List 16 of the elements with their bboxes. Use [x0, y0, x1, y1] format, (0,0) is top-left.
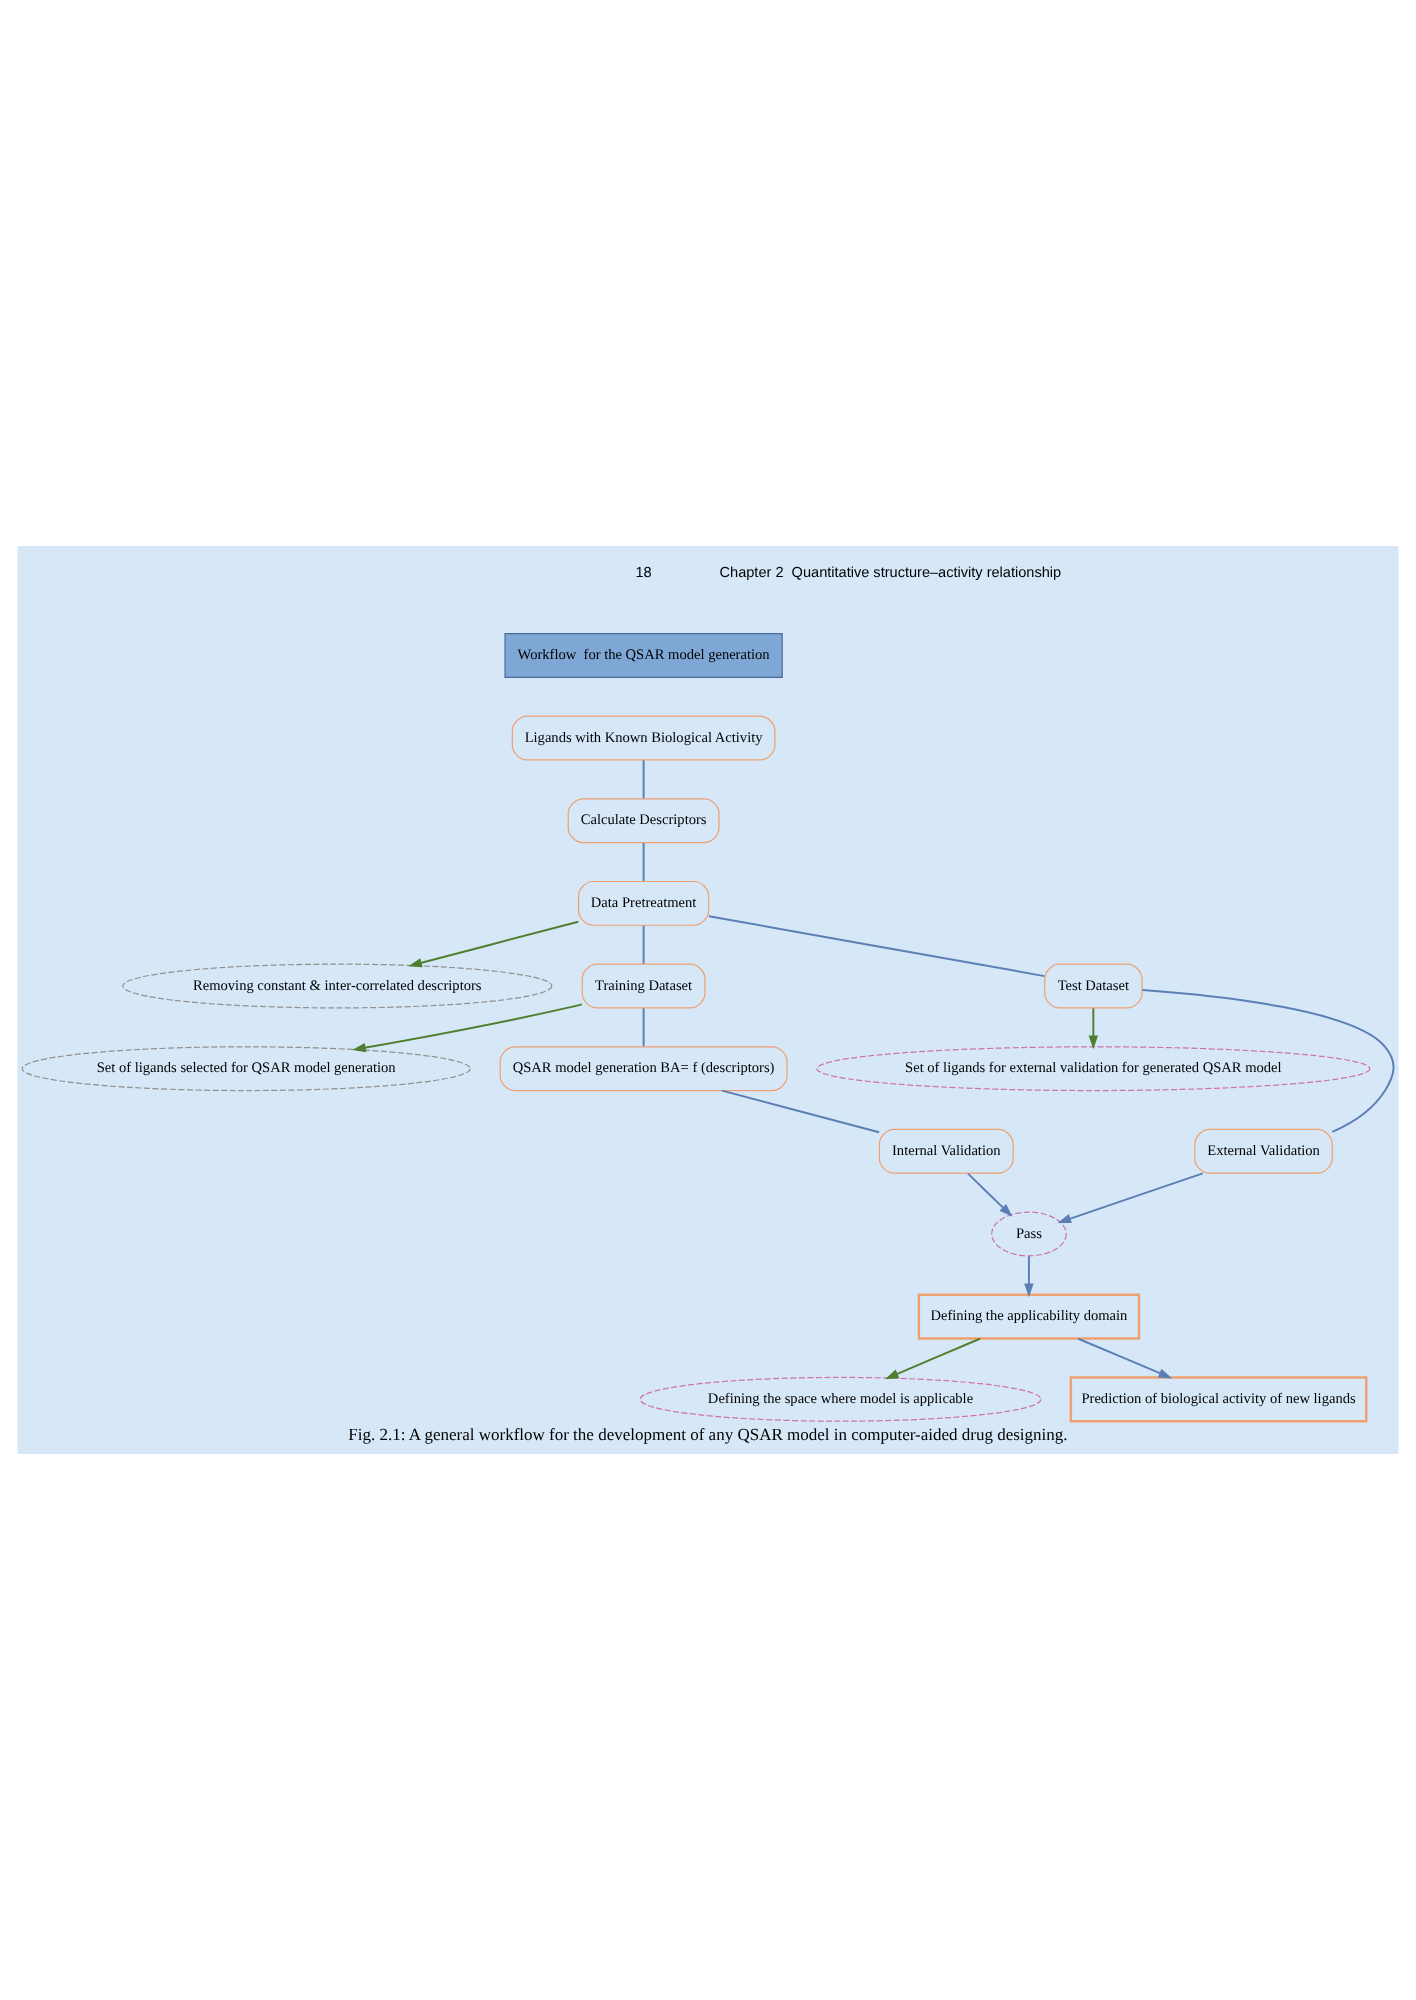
arrow	[884, 1337, 981, 1380]
connector	[721, 1089, 881, 1134]
arrow	[1088, 1007, 1099, 1050]
connector	[1141, 989, 1395, 1133]
arrow	[967, 1172, 1013, 1217]
connector	[642, 1007, 645, 1048]
arrow	[1057, 1172, 1204, 1224]
caption: Fig. 2.1: A general workflow for the development of any QSAR model in computer-aided drug designing.	[348, 1423, 1068, 1444]
connector	[708, 915, 1046, 978]
connector	[642, 924, 645, 965]
arrow	[1024, 1255, 1034, 1298]
connector	[642, 759, 645, 800]
arrow	[352, 1003, 583, 1053]
connector	[642, 842, 645, 882]
arrow	[408, 920, 580, 968]
arrow	[1077, 1337, 1173, 1379]
